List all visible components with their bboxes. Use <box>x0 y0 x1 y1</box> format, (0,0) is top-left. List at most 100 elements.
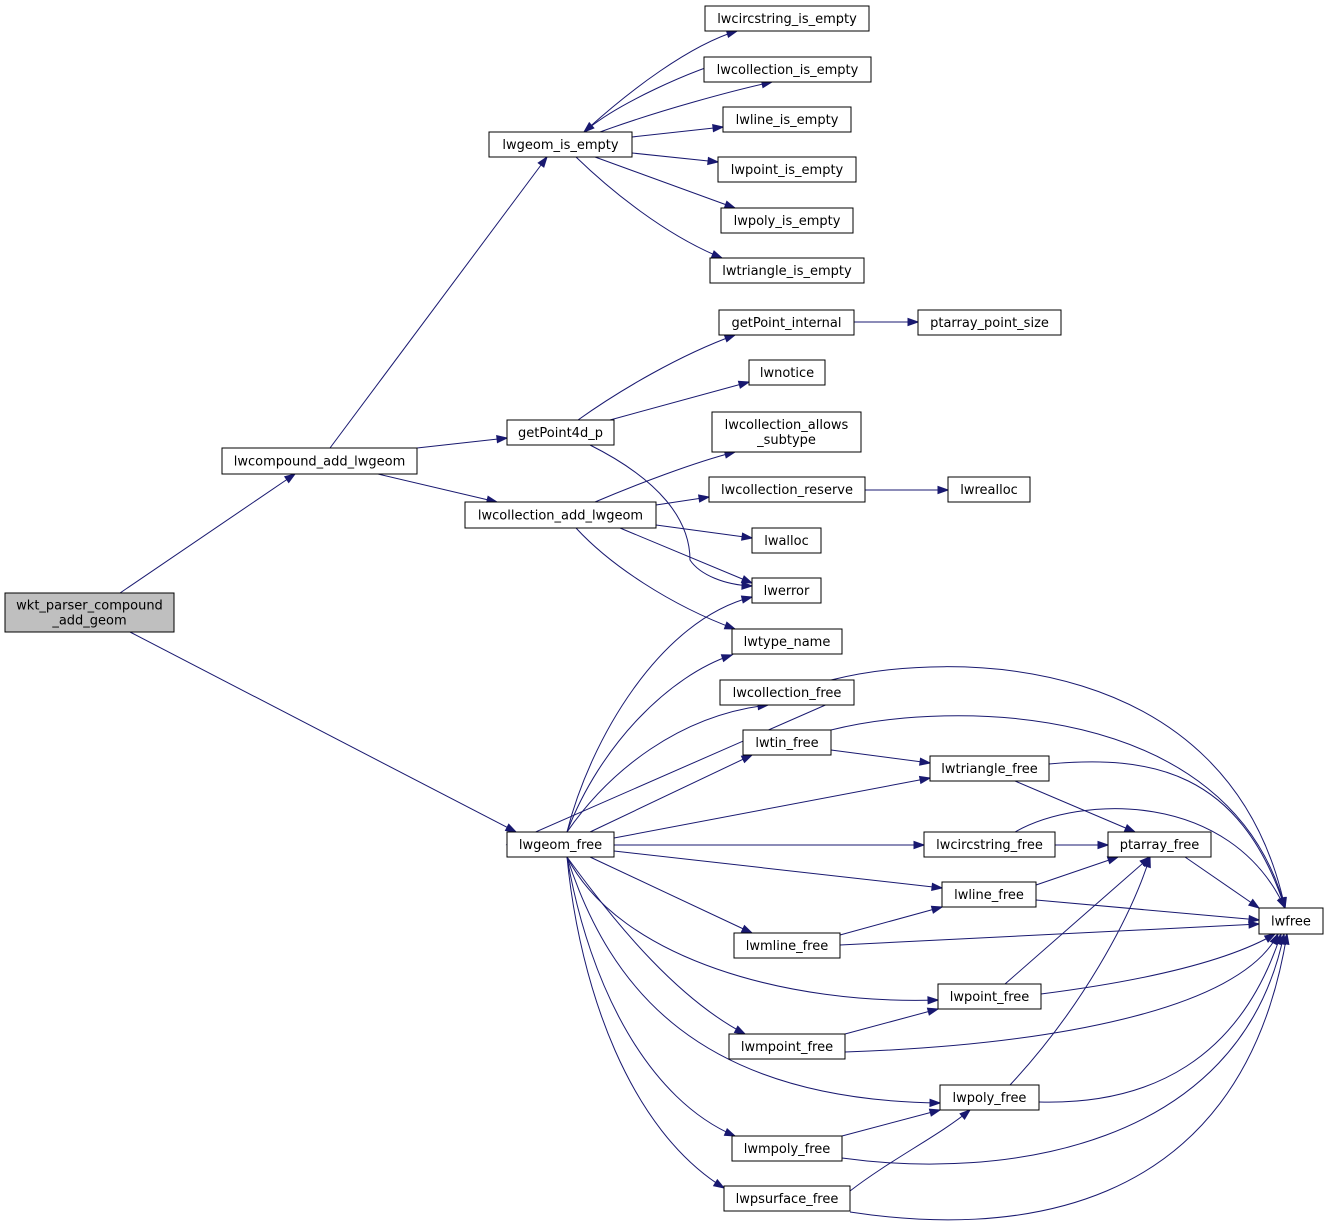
node-lwtin-free[interactable]: lwtin_free <box>742 729 832 756</box>
edge-lwgeom_free-to-lwerror <box>566 595 754 833</box>
node-box[interactable] <box>1107 831 1212 858</box>
node-box[interactable] <box>929 755 1050 782</box>
edge-getPoint4d_p-to-lwnotice <box>609 380 751 421</box>
node-lwgeom-free[interactable]: lwgeom_free <box>506 831 615 858</box>
node-box[interactable] <box>939 1084 1040 1111</box>
node-lwpoint-is-empty[interactable]: lwpoint_is_empty <box>717 156 857 183</box>
node-getPoint-internal[interactable]: getPoint_internal <box>718 309 855 336</box>
node-lwcollection-is-empty[interactable]: lwcollection_is_empty <box>703 56 872 83</box>
node-lwmpoint-free[interactable]: lwmpoint_free <box>728 1033 846 1060</box>
node-lwcollection-reserve[interactable]: lwcollection_reserve <box>708 476 866 503</box>
node-box[interactable] <box>709 257 865 284</box>
node-box[interactable] <box>751 577 822 604</box>
node-box[interactable] <box>723 1185 851 1212</box>
edge-lwgeom_free-to-lwpsurface_free <box>566 856 726 1189</box>
node-lwrealloc[interactable]: lwrealloc <box>947 476 1031 503</box>
node-lwcollection-free[interactable]: lwcollection_free <box>719 679 855 706</box>
node-box[interactable] <box>4 592 175 633</box>
node-box[interactable] <box>221 447 418 475</box>
node-box[interactable] <box>720 207 854 234</box>
arrowhead <box>918 775 932 785</box>
node-box[interactable] <box>733 932 841 959</box>
node-wkt-parser-compound-add-geom[interactable]: wkt_parser_compound_add_geom <box>4 592 175 633</box>
node-box[interactable] <box>731 1135 843 1162</box>
edge-line <box>849 933 1288 1221</box>
node-label: lwtin_free <box>755 736 818 751</box>
node-box[interactable] <box>506 419 615 446</box>
edge-line <box>506 692 855 845</box>
edge-line <box>566 856 736 1137</box>
node-box[interactable] <box>718 309 855 336</box>
node-lwtriangle-free[interactable]: lwtriangle_free <box>929 755 1050 782</box>
edge-line <box>609 381 750 421</box>
edge-line <box>566 856 725 1189</box>
node-box[interactable] <box>704 5 870 32</box>
node-box[interactable] <box>947 476 1031 503</box>
node-box[interactable] <box>722 106 852 133</box>
edge-getPoint_internal-to-ptarray_point_size <box>854 317 920 327</box>
edge-line <box>599 81 773 133</box>
arrowhead <box>1097 840 1110 850</box>
node-label: lwrealloc <box>960 483 1018 498</box>
edge-line <box>566 856 939 1001</box>
node-box[interactable] <box>719 679 855 706</box>
node-box[interactable] <box>742 729 832 756</box>
node-lwerror[interactable]: lwerror <box>751 577 822 604</box>
edge-line <box>575 527 736 630</box>
node-lwtype-name[interactable]: lwtype_name <box>731 628 843 655</box>
node-box[interactable] <box>923 831 1056 858</box>
node-box[interactable] <box>703 56 872 83</box>
node-ptarray-free[interactable]: ptarray_free <box>1107 831 1212 858</box>
node-box[interactable] <box>464 501 657 529</box>
node-box[interactable] <box>731 628 843 655</box>
edge-lwpoly_free-to-lwfree <box>1038 932 1282 1103</box>
node-label: _subtype <box>756 433 816 448</box>
node-label: lwline_is_empty <box>736 113 839 128</box>
node-box[interactable] <box>748 359 826 386</box>
node-lwfree[interactable]: lwfree <box>1258 907 1324 935</box>
edge-lwgeom_free-to-lwmpoint_free <box>566 856 747 1035</box>
node-lwcollection-allows-subtype[interactable]: lwcollection_allows_subtype <box>711 411 862 453</box>
edge-lwgeom_is_empty-to-lwtriangle_is_empty <box>575 156 724 259</box>
node-lwcollection-add-lwgeom[interactable]: lwcollection_add_lwgeom <box>464 501 657 529</box>
node-box[interactable] <box>708 476 866 503</box>
node-lwmpoly-free[interactable]: lwmpoly_free <box>731 1135 843 1162</box>
node-lwline-is-empty[interactable]: lwline_is_empty <box>722 106 852 133</box>
node-lwpoly-is-empty[interactable]: lwpoly_is_empty <box>720 207 854 234</box>
node-lwmline-free[interactable]: lwmline_free <box>733 932 841 959</box>
node-lwtriangle-is-empty[interactable]: lwtriangle_is_empty <box>709 257 865 284</box>
node-getPoint4d-p[interactable]: getPoint4d_p <box>506 419 615 446</box>
node-lwpoly-free[interactable]: lwpoly_free <box>939 1084 1040 1111</box>
node-lwline-free[interactable]: lwline_free <box>941 881 1037 908</box>
node-box[interactable] <box>751 527 822 554</box>
edge-line <box>849 1109 971 1192</box>
node-box[interactable] <box>1258 907 1324 935</box>
edge-lwcompound_add_lwgeom-to-lwcollection_add_lwgeom <box>377 473 499 504</box>
node-label: lwcollection_add_lwgeom <box>478 509 643 524</box>
node-ptarray-point-size[interactable]: ptarray_point_size <box>917 309 1062 336</box>
node-box[interactable] <box>717 156 857 183</box>
node-lwpsurface-free[interactable]: lwpsurface_free <box>723 1185 851 1212</box>
node-lwnotice[interactable]: lwnotice <box>748 359 826 386</box>
node-box[interactable] <box>488 131 633 158</box>
edge-line <box>830 749 931 764</box>
node-box[interactable] <box>917 309 1062 336</box>
node-box[interactable] <box>728 1033 846 1060</box>
node-box[interactable] <box>937 983 1042 1010</box>
node-lwgeom-is-empty[interactable]: lwgeom_is_empty <box>488 131 633 158</box>
node-label: lwcompound_add_lwgeom <box>234 455 406 470</box>
edge-lwgeom_is_empty-to-lwcircstring_is_empty <box>583 29 739 133</box>
node-label: lwcircstring_free <box>936 838 1043 853</box>
nodes-layer: wkt_parser_compound_add_geom lwcompound_a… <box>4 5 1324 1212</box>
node-lwcircstring-is-empty[interactable]: lwcircstring_is_empty <box>704 5 870 32</box>
node-box[interactable] <box>506 831 615 858</box>
node-label: lwpsurface_free <box>736 1192 839 1207</box>
node-box[interactable] <box>941 881 1037 908</box>
arrowhead <box>931 882 944 892</box>
edge-line <box>1004 856 1151 985</box>
node-lwpoint-free[interactable]: lwpoint_free <box>937 983 1042 1010</box>
node-lwcircstring-free[interactable]: lwcircstring_free <box>923 831 1056 858</box>
node-box[interactable] <box>711 411 862 453</box>
node-lwcompound-add-lwgeom[interactable]: lwcompound_add_lwgeom <box>221 447 418 475</box>
node-lwalloc[interactable]: lwalloc <box>751 527 822 554</box>
